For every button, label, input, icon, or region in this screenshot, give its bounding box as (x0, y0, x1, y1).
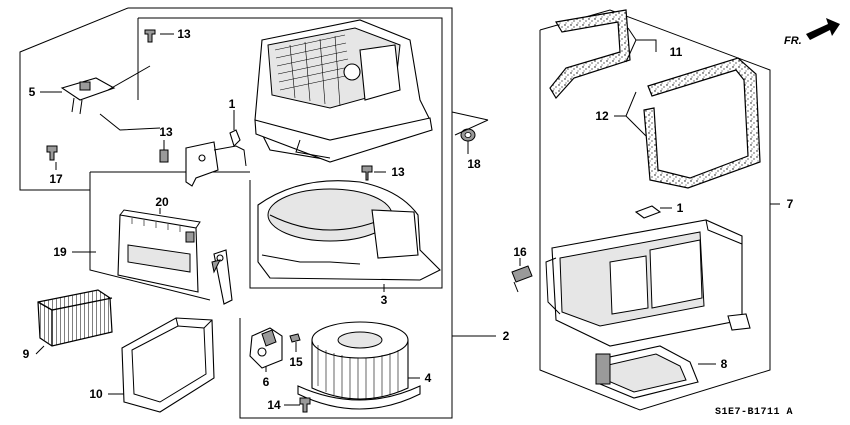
callout-10: 10 (89, 387, 103, 401)
front-direction-arrow (806, 18, 840, 40)
motor-actuator-part-6 (249, 327, 283, 369)
callout-17: 17 (49, 172, 63, 186)
mounting-bracket (185, 141, 247, 187)
blower-housing-lower (257, 180, 441, 281)
callout-15: 15 (289, 355, 303, 369)
linkage-arm (211, 249, 233, 305)
callout-labels: 1 1 2 3 4 5 6 7 8 9 10 11 12 13 13 13 14… (23, 27, 794, 412)
callout-11: 11 (670, 45, 683, 59)
cabin-filter-part-9 (37, 289, 113, 347)
callout-13-right: 13 (391, 165, 405, 179)
assembly-frame-lines (19, 7, 771, 419)
leader-lines (35, 27, 780, 406)
callout-14: 14 (267, 398, 281, 412)
screw-part-13-right (361, 165, 373, 181)
callout-19: 19 (53, 245, 67, 259)
screw-part-13-top (144, 29, 156, 43)
callout-4: 4 (425, 371, 432, 385)
grommet-part-18 (451, 111, 489, 142)
clip-part-1-left (229, 115, 241, 148)
callout-13-top: 13 (177, 27, 191, 41)
callout-5: 5 (29, 85, 36, 99)
diagram-code: S1E7-B1711 A (715, 407, 793, 418)
screw-part-15 (289, 333, 301, 343)
callout-16: 16 (513, 245, 527, 259)
blower-fan-part-4 (297, 321, 421, 410)
seal-part-11 (549, 9, 631, 100)
direction-label: FR. (784, 35, 802, 47)
seal-part-12 (643, 57, 761, 189)
callout-1-right: 1 (677, 201, 684, 215)
callout-6: 6 (263, 375, 270, 389)
screw-part-17 (46, 145, 58, 161)
filter-lid-part-20 (117, 209, 201, 293)
callout-18: 18 (467, 157, 481, 171)
callout-3: 3 (381, 293, 388, 307)
callout-9: 9 (23, 347, 30, 361)
cooling-unit-case-part-7 (545, 219, 751, 347)
callout-2: 2 (503, 329, 510, 343)
heater-case-upper (254, 19, 433, 163)
callout-13-mid: 13 (159, 125, 173, 139)
filter-frame-part-10 (121, 317, 215, 413)
screw-part-16 (511, 265, 533, 293)
callout-1-left: 1 (229, 97, 236, 111)
screw-part-14 (299, 397, 311, 413)
resistor-part-5 (60, 65, 161, 131)
clip-part-1-right (634, 205, 662, 219)
callout-12: 12 (595, 109, 609, 123)
drain-tray-part-8 (595, 345, 699, 399)
callout-8: 8 (721, 357, 728, 371)
screw-part-13-mid (159, 143, 169, 163)
callout-20: 20 (155, 195, 169, 209)
callout-7: 7 (787, 197, 794, 211)
